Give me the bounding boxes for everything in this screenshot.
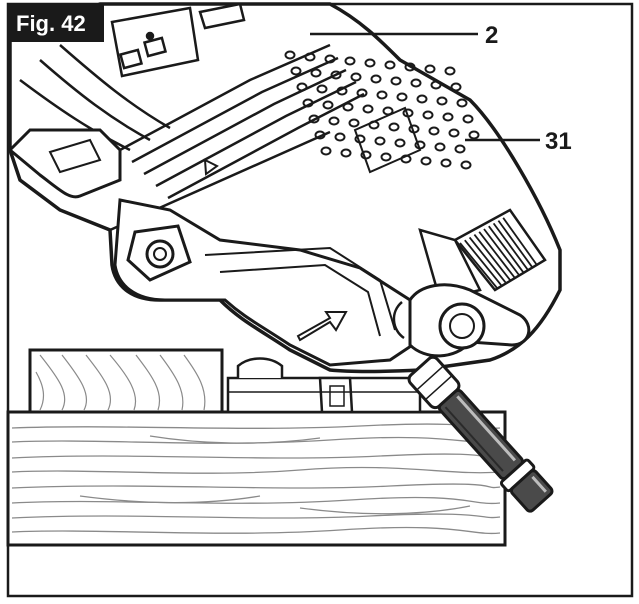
knurl-line <box>459 242 498 289</box>
figure-tag: Fig. 42 <box>16 11 86 36</box>
knurl-line <box>488 225 525 273</box>
switch-block <box>110 2 246 78</box>
knurl-line <box>492 222 529 271</box>
vent-hole <box>456 98 468 108</box>
vent-hole <box>336 86 348 96</box>
vent-hole <box>308 114 320 124</box>
knurl-line <box>478 231 516 279</box>
vent-hole <box>364 58 376 68</box>
vent-hole <box>340 148 352 158</box>
vent-hole <box>416 94 428 104</box>
vent-hole <box>422 110 434 120</box>
vent-hole <box>316 84 328 94</box>
vent-hole <box>436 96 448 106</box>
vent-hole <box>404 62 416 72</box>
lower-workpiece <box>6 410 507 547</box>
vent-hole <box>440 158 452 168</box>
vent-hole <box>442 112 454 122</box>
callout-label-31: 31 <box>545 128 572 155</box>
vent-hole <box>328 116 340 126</box>
knurl-line <box>468 236 507 284</box>
vent-hole <box>356 88 368 98</box>
vent-hole <box>310 68 322 78</box>
vent-hole <box>350 72 362 82</box>
knurl-line <box>464 239 503 286</box>
saw-head <box>7 2 562 374</box>
vent-hole <box>410 78 422 88</box>
vent-hole <box>394 138 406 148</box>
vent-cover <box>353 106 422 174</box>
callout-label-2: 2 <box>485 22 498 49</box>
vent-hole <box>348 118 360 128</box>
vent-hole <box>330 70 342 80</box>
triangle-icon <box>203 158 219 176</box>
knurl-line <box>502 217 538 266</box>
vent-hole <box>284 50 296 60</box>
arrow-icon <box>296 311 348 342</box>
vent-hole <box>454 144 466 154</box>
vent-hole <box>468 130 480 140</box>
vent-hole <box>320 146 332 156</box>
vent-hole <box>296 82 308 92</box>
knurl-line <box>473 234 511 281</box>
vent-hole <box>450 82 462 92</box>
vent-hole <box>390 76 402 86</box>
upper-wood-grain <box>35 354 206 411</box>
vent-hole <box>374 136 386 146</box>
vent-hole <box>396 92 408 102</box>
handle-grip-lines <box>19 43 365 232</box>
vent-hole <box>362 104 374 114</box>
vent-hole <box>344 56 356 66</box>
vent-hole <box>380 152 392 162</box>
vent-hole <box>342 102 354 112</box>
vent-hole <box>384 60 396 70</box>
vent-hole <box>376 90 388 100</box>
knurled-knob <box>453 208 547 292</box>
vent-hole <box>462 114 474 124</box>
vent-hole <box>460 160 472 170</box>
vent-hole <box>420 156 432 166</box>
vent-hole <box>428 126 440 136</box>
vent-hole <box>334 132 346 142</box>
clamp-spindle <box>407 355 554 513</box>
vent-hole <box>302 98 314 108</box>
saw-base <box>226 357 422 414</box>
figure-tag-background <box>8 4 104 42</box>
vent-hole <box>314 130 326 140</box>
vent-hole <box>444 66 456 76</box>
vent-hole <box>424 64 436 74</box>
tilt-lock-knob <box>392 283 531 358</box>
guard-bolt <box>126 224 192 282</box>
vent-hole <box>304 52 316 62</box>
upper-workpiece <box>28 348 224 414</box>
knurl-line <box>483 228 520 276</box>
vent-hole <box>324 54 336 64</box>
vent-holes <box>284 50 480 170</box>
vent-hole <box>430 80 442 90</box>
vent-hole <box>448 128 460 138</box>
vent-hole <box>388 122 400 132</box>
knurl-line <box>497 220 533 268</box>
vent-hole <box>434 142 446 152</box>
vent-hole <box>290 66 302 76</box>
vent-hole <box>370 74 382 84</box>
vent-hole <box>322 100 334 110</box>
